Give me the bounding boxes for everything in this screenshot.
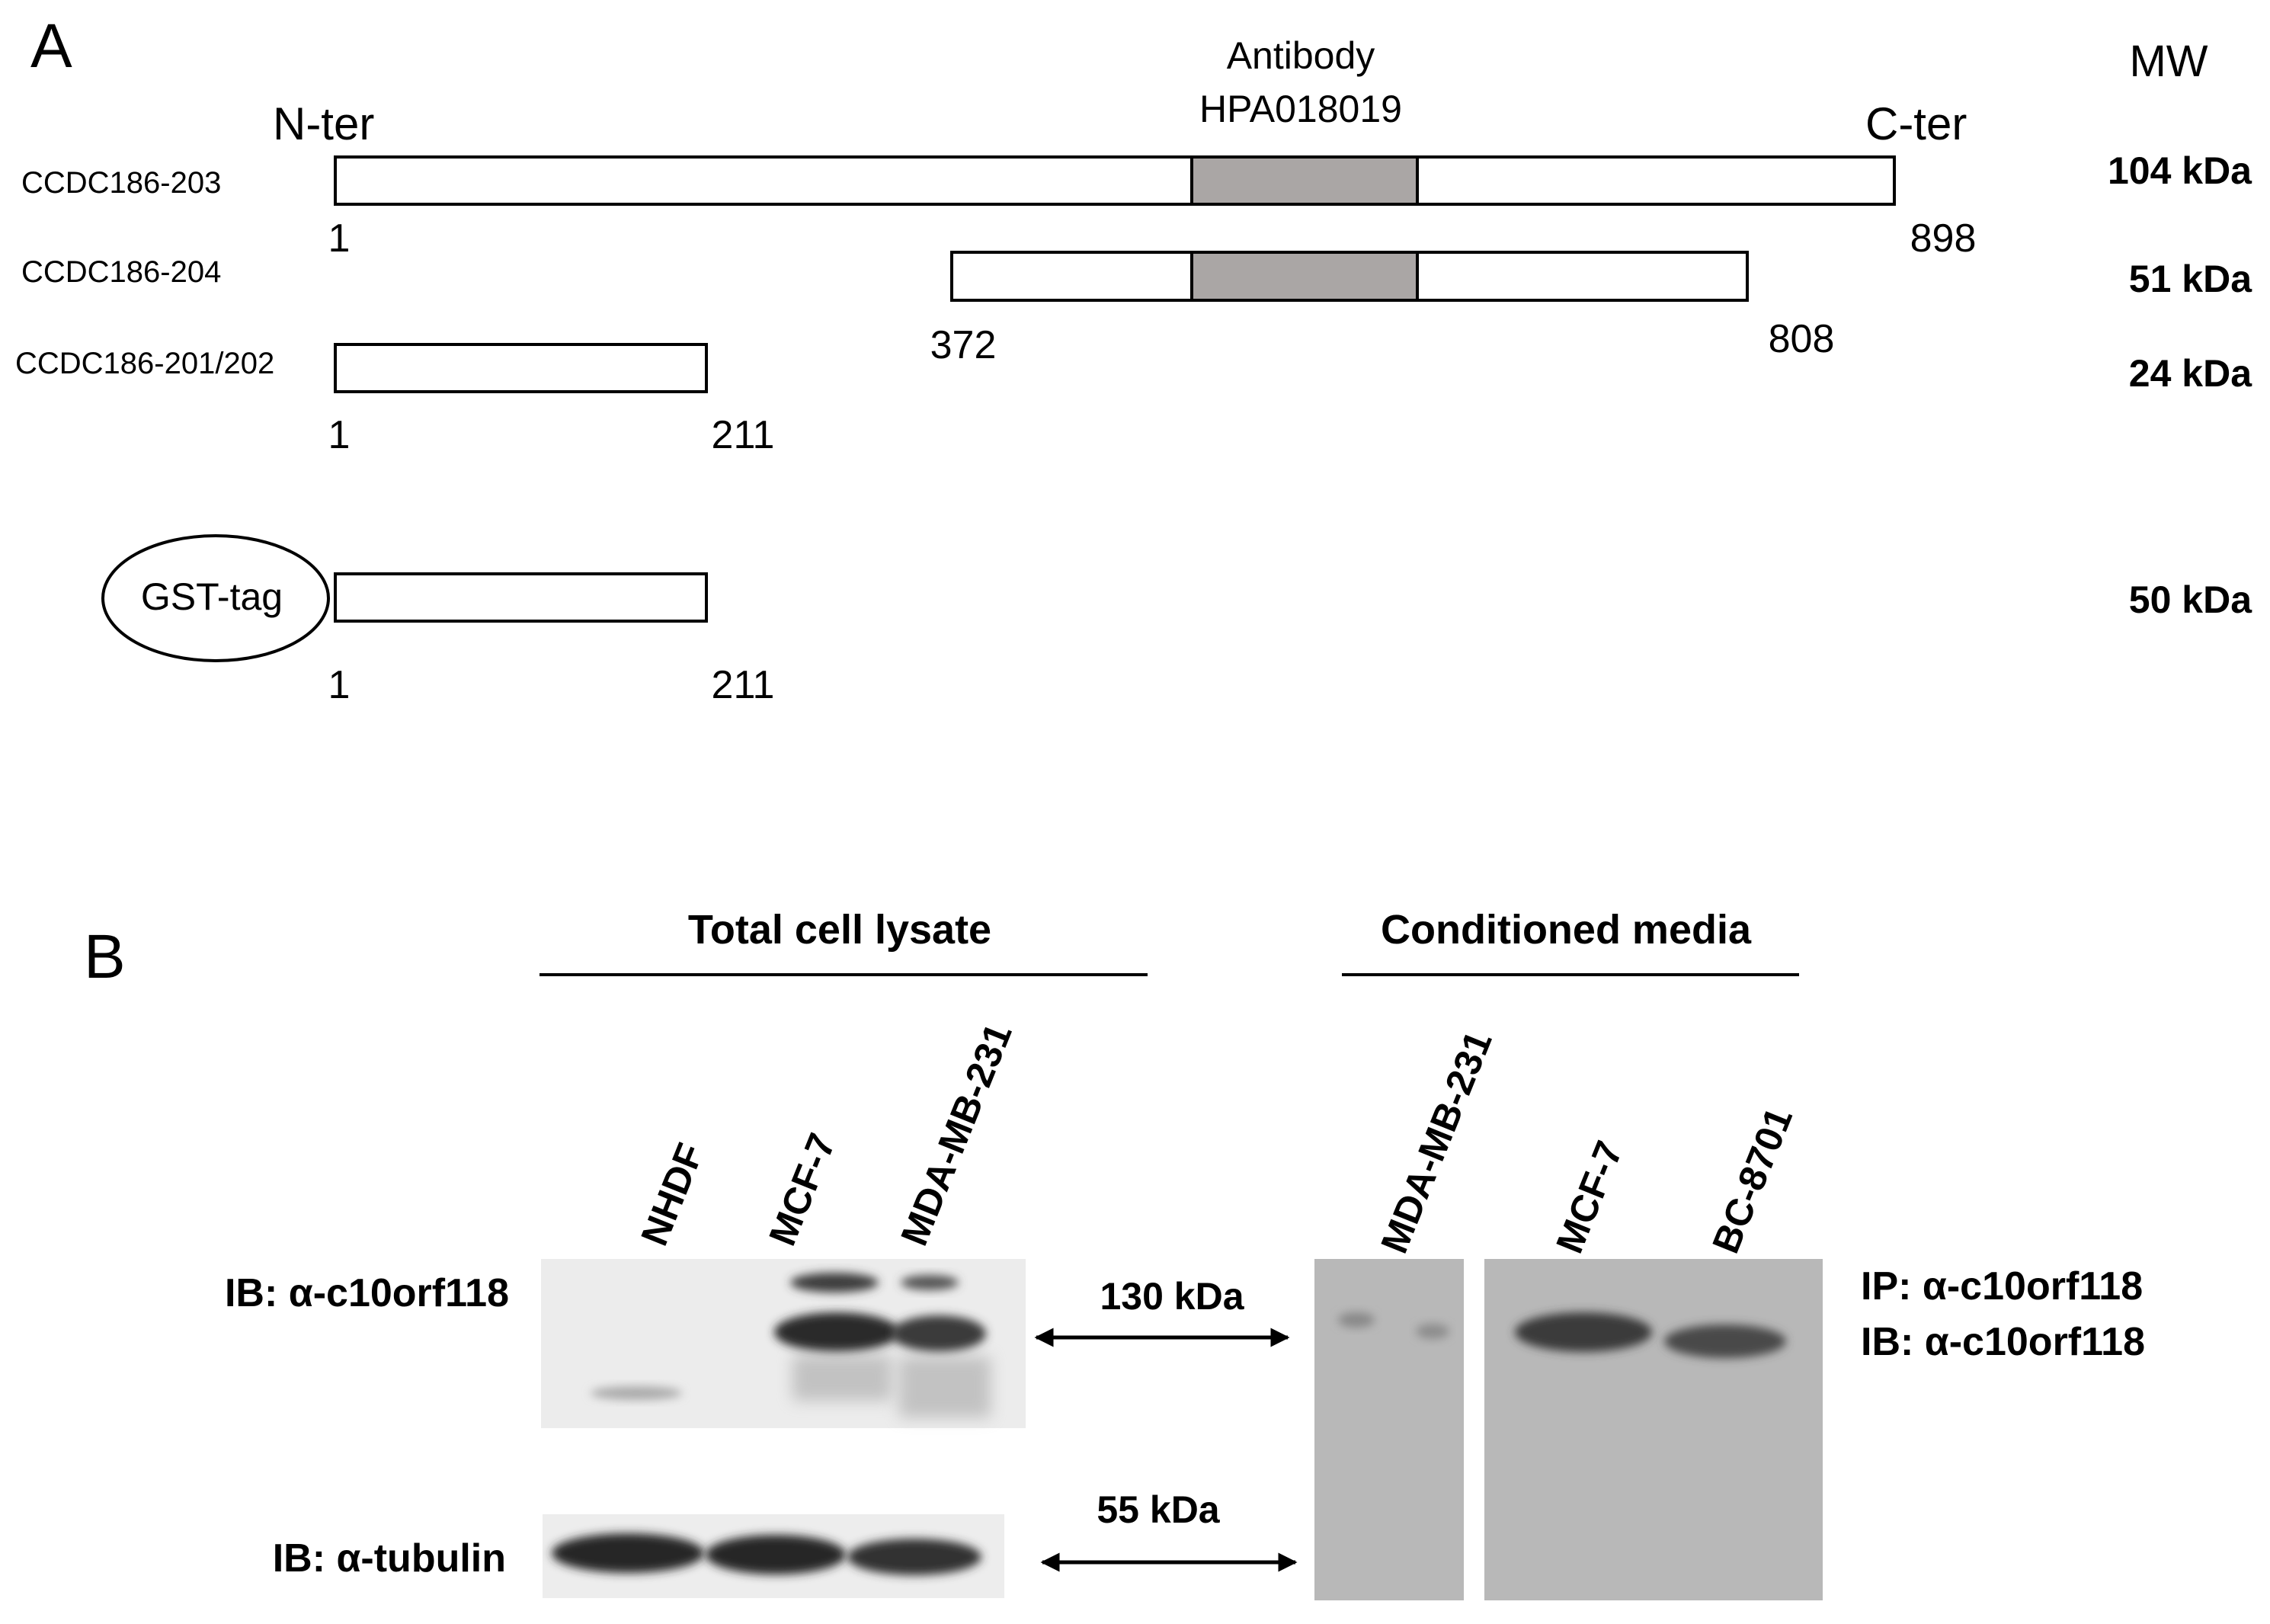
isoform-204-mw: 51 kDa (2129, 258, 2252, 300)
blot-media-mcf7-bc8701 (1484, 1259, 1823, 1600)
isoform-204-start: 372 (930, 323, 997, 367)
isoform-201-202-box (334, 343, 708, 393)
blot-lysate-tubulin (543, 1514, 1004, 1598)
isoform-204-name: CCDC186-204 (21, 255, 221, 289)
c-ter-label: C-ter (1865, 98, 1967, 149)
lane-left-nhdf: NHDF (632, 1137, 712, 1251)
blot-media-mda-mb-231 (1314, 1259, 1464, 1600)
antibody-label: Antibody (1227, 34, 1375, 77)
isoform-201-202-start: 1 (328, 413, 351, 457)
marker-55-kda: 55 kDa (1097, 1488, 1220, 1531)
gst-start: 1 (328, 663, 351, 707)
ib-c10orf118-right-label: IB: α-c10orf118 (1861, 1320, 2145, 1364)
lane-left-mcf7: MCF-7 (760, 1128, 844, 1252)
lane-right-mcf7: MCF-7 (1548, 1136, 1631, 1260)
lane-left-mda-mb-231: MDA-MB-231 (892, 1017, 1020, 1251)
gst-mw: 50 kDa (2129, 578, 2252, 621)
ib-c10orf118-label: IB: α-c10orf118 (225, 1271, 509, 1315)
isoform-203-box (334, 155, 1896, 206)
gst-end: 211 (712, 663, 775, 707)
panel-b-label: B (84, 922, 126, 991)
n-ter-label: N-ter (273, 98, 374, 149)
antibody-id-label: HPA018019 (1199, 88, 1402, 130)
ib-tubulin-label: IB: α-tubulin (273, 1536, 506, 1581)
group-conditioned-media: Conditioned media (1381, 907, 1752, 953)
lane-right-bc-8701: BC-8701 (1704, 1102, 1801, 1260)
antibody-region-204 (1190, 251, 1419, 302)
blot-lysate-c10orf118 (541, 1259, 1026, 1428)
ip-c10orf118-label: IP: α-c10orf118 (1861, 1264, 2143, 1308)
mw-header: MW (2129, 37, 2208, 86)
panel-a-label: A (30, 11, 72, 81)
lane-right-mda-mb-231: MDA-MB-231 (1372, 1025, 1500, 1259)
isoform-201-202-end: 211 (712, 413, 775, 457)
gst-construct-box (334, 572, 708, 623)
isoform-204-end: 808 (1769, 317, 1835, 361)
isoform-201-202-name: CCDC186-201/202 (15, 347, 274, 380)
isoform-201-202-mw: 24 kDa (2129, 352, 2252, 395)
isoform-203-start: 1 (328, 216, 351, 261)
marker-130-kda: 130 kDa (1100, 1275, 1244, 1318)
group-total-cell-lysate: Total cell lysate (688, 907, 991, 953)
antibody-region-203 (1190, 155, 1419, 206)
gst-tag-ellipse (101, 534, 330, 662)
isoform-203-mw: 104 kDa (2108, 149, 2252, 192)
isoform-203-name: CCDC186-203 (21, 166, 221, 200)
gst-tag-label: GST-tag (141, 575, 283, 618)
isoform-203-end: 898 (1910, 216, 1977, 261)
